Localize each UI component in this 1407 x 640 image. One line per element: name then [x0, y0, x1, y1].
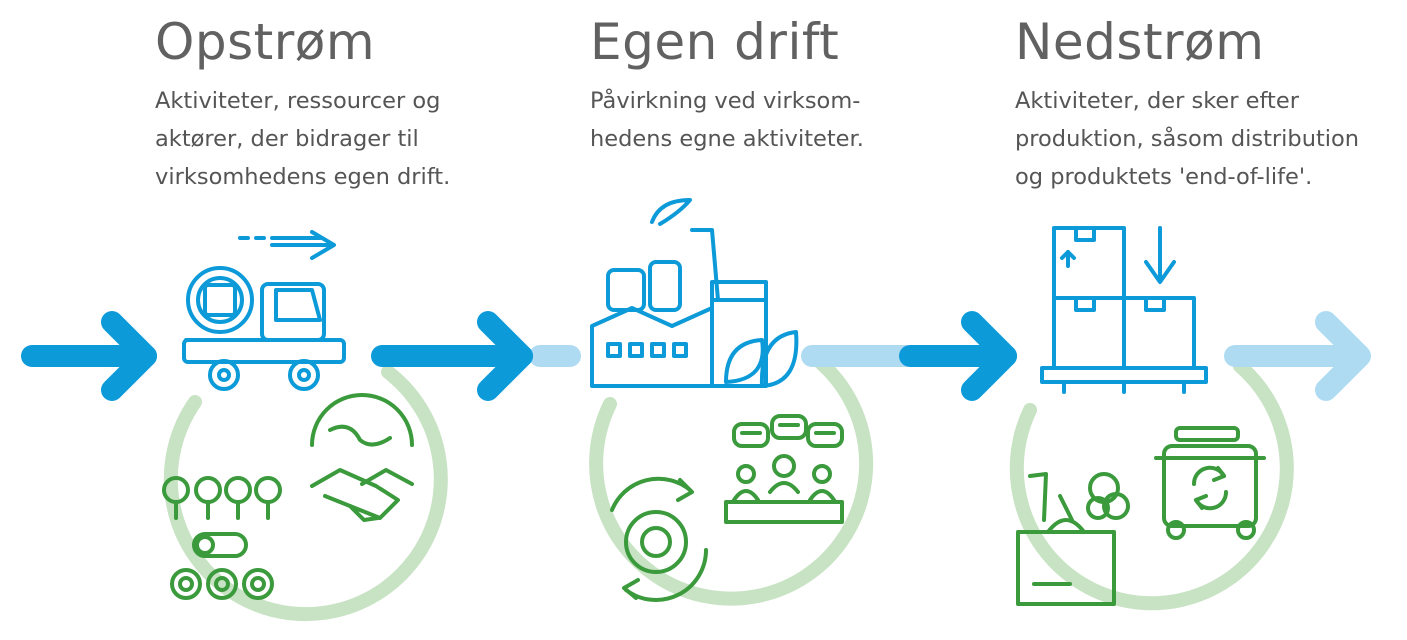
downstream-line-3: og produktets 'end-of-life'. — [1015, 164, 1313, 190]
arrow-out-icon — [1309, 311, 1371, 401]
upstream-line-2: aktører, der bidrager til — [155, 126, 419, 152]
upstream-title: Opstrøm — [155, 13, 376, 71]
own-operations-line-1: Påvirkning ved virksom- — [590, 88, 861, 114]
upstream-cycle-ring — [163, 365, 448, 622]
handshake-earth-icon — [310, 393, 414, 522]
truck-gear-icon — [182, 230, 346, 391]
own-operations-description: Påvirkning ved virksom- hedens egne akti… — [590, 82, 1010, 158]
forest-logs-icon — [162, 476, 282, 600]
factory-leaf-icon — [590, 198, 799, 388]
column-upstream: Opstrøm Aktiviteter, ressourcer og aktør… — [155, 10, 575, 196]
groceries-bag-icon — [1016, 472, 1130, 606]
meeting-icon — [724, 414, 844, 524]
own-operations-cycle-ring — [589, 355, 874, 606]
downstream-line-1: Aktiviteter, der sker efter — [1015, 88, 1299, 114]
gear-cycle-icon — [610, 476, 708, 602]
downstream-cycle-ring — [1009, 359, 1294, 611]
upstream-line-3: virksomhedens egen drift. — [155, 164, 451, 190]
downstream-title: Nedstrøm — [1015, 13, 1265, 71]
upstream-description: Aktiviteter, ressourcer og aktører, der … — [155, 82, 575, 196]
downstream-line-2: produktion, såsom distribution — [1015, 126, 1360, 152]
downstream-description: Aktiviteter, der sker efter produktion, … — [1015, 82, 1407, 196]
upstream-line-1: Aktiviteter, ressourcer og — [155, 88, 441, 114]
column-downstream: Nedstrøm Aktiviteter, der sker efter pro… — [1015, 10, 1407, 196]
recycle-bin-icon — [1154, 426, 1266, 540]
own-operations-title: Egen drift — [590, 13, 840, 71]
arrow-in-icon — [21, 311, 157, 401]
arrow-own-operations-icon — [899, 311, 1017, 401]
boxes-pallet-icon — [1040, 226, 1208, 394]
arrow-upstream-icon — [371, 311, 533, 401]
own-operations-line-2: hedens egne aktiviteter. — [590, 126, 864, 152]
column-own-operations: Egen drift Påvirkning ved virksom- heden… — [590, 10, 1010, 158]
